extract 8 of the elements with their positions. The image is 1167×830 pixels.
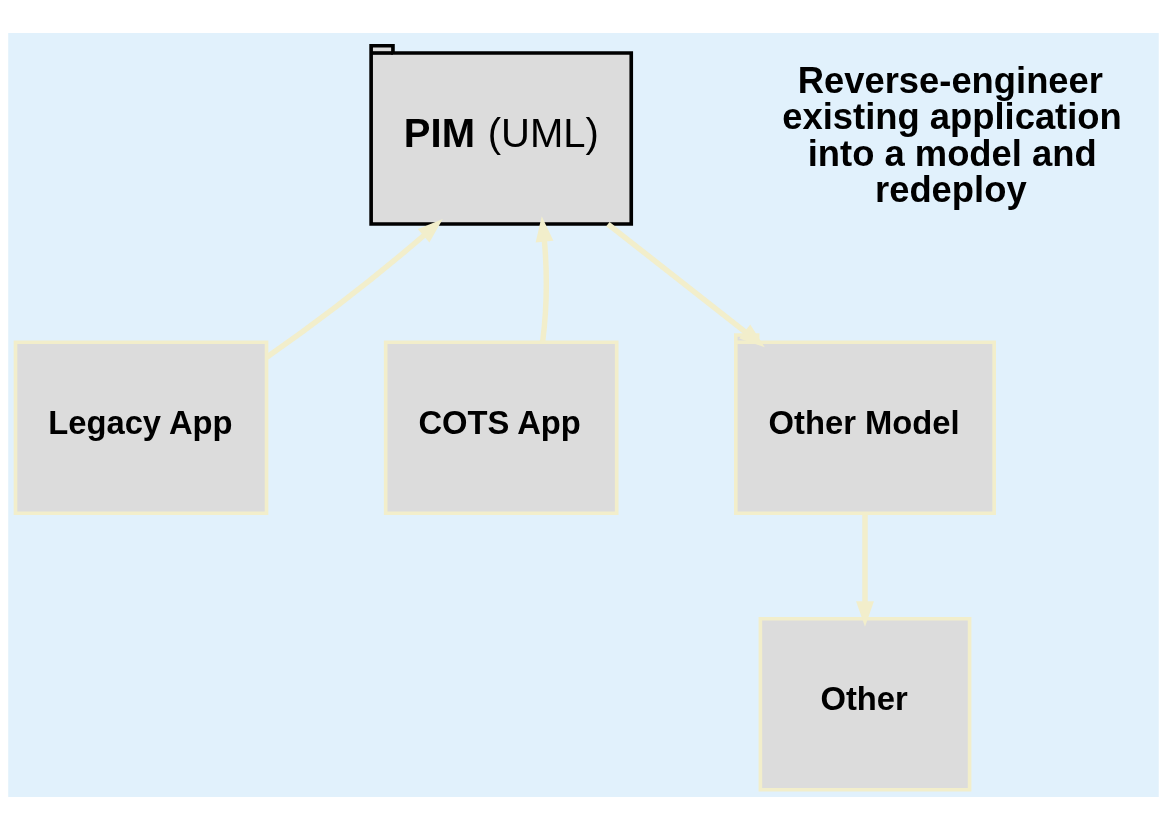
arrow	[265, 219, 443, 360]
node-box: Legacy App	[13, 340, 269, 516]
arrow	[606, 221, 765, 348]
node-box: COTS App	[383, 340, 619, 516]
label: Reverse-engineer existing application into a model and redeploy	[782, 60, 1122, 211]
arrow	[856, 513, 874, 627]
node-box: Other	[758, 616, 972, 792]
arrow	[535, 216, 554, 343]
